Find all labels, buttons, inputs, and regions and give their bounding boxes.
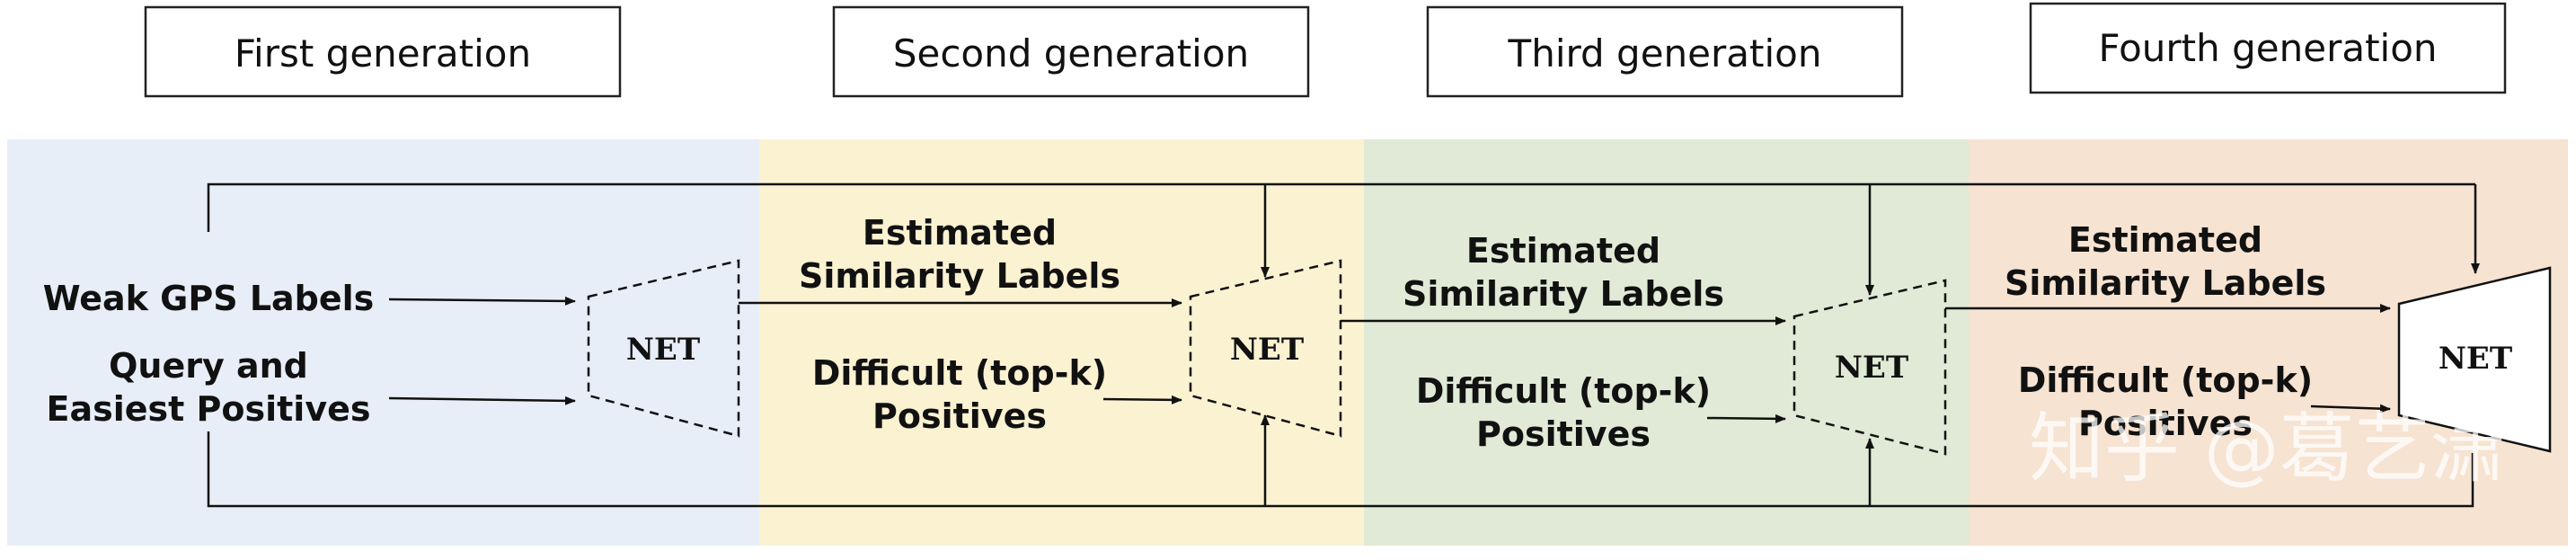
gen4-estimated-line2: Similarity Labels bbox=[2005, 263, 2326, 303]
gen2-estimated-line1: Estimated bbox=[863, 213, 1057, 253]
panel-gen1 bbox=[7, 139, 759, 546]
gen3-difficult-line1: Difficult (top-k) bbox=[1416, 371, 1711, 411]
gen2-estimated-line2: Similarity Labels bbox=[799, 256, 1120, 296]
net-gen3 bbox=[1793, 279, 1947, 456]
net-gen2-label: NET bbox=[1230, 332, 1304, 368]
gen2-difficult-arrow bbox=[1102, 395, 1182, 404]
gen2-difficult-line1: Difficult (top-k) bbox=[812, 353, 1107, 393]
header-gen1-label: First generation bbox=[235, 31, 531, 76]
net-gen3-label: NET bbox=[1835, 350, 1908, 386]
gen4-difficult-arrow bbox=[2310, 404, 2391, 413]
gen3-estimated-line2: Similarity Labels bbox=[1403, 274, 1724, 314]
weak-gps-labels: Weak GPS Labels bbox=[43, 279, 375, 318]
header-gen4-label: Fourth generation bbox=[2098, 26, 2437, 70]
panel-gen3 bbox=[1364, 139, 1969, 546]
header-gen3: Third generation bbox=[1426, 5, 1904, 98]
gen3-estimated-line1: Estimated bbox=[1466, 231, 1660, 271]
gen3-difficult-line2: Positives bbox=[1476, 414, 1651, 454]
query-label-line2: Easiest Positives bbox=[47, 389, 371, 429]
header-gen3-label: Third generation bbox=[1508, 31, 1822, 76]
net-gen4 bbox=[2397, 266, 2552, 453]
gen3-difficult-arrow bbox=[1706, 413, 1786, 423]
top-bus-line bbox=[207, 182, 2475, 232]
header-gen4: Fourth generation bbox=[2029, 2, 2507, 94]
gen2-difficult-line2: Positives bbox=[872, 396, 1047, 436]
header-gen2-label: Second generation bbox=[893, 31, 1249, 76]
net-gen1 bbox=[587, 259, 740, 438]
query-arrow bbox=[388, 396, 576, 405]
header-gen2: Second generation bbox=[832, 5, 1310, 98]
gen4-estimated-line1: Estimated bbox=[2068, 220, 2262, 260]
watermark-text: 知乎 @葛艺潇 bbox=[2029, 404, 2506, 493]
query-label-line1: Query and bbox=[109, 346, 308, 386]
gen4-difficult-line1: Difficult (top-k) bbox=[2018, 360, 2313, 400]
net-gen2 bbox=[1189, 259, 1342, 438]
header-gen1: First generation bbox=[144, 5, 622, 98]
net-gen1-label: NET bbox=[626, 332, 700, 368]
panel-gen2 bbox=[759, 139, 1364, 546]
weak-gps-arrow bbox=[388, 296, 576, 306]
gen4-difficult-line2: Positives bbox=[2078, 404, 2253, 443]
bottom-bus-line bbox=[207, 431, 2474, 508]
net-gen4-label: NET bbox=[2439, 341, 2512, 377]
